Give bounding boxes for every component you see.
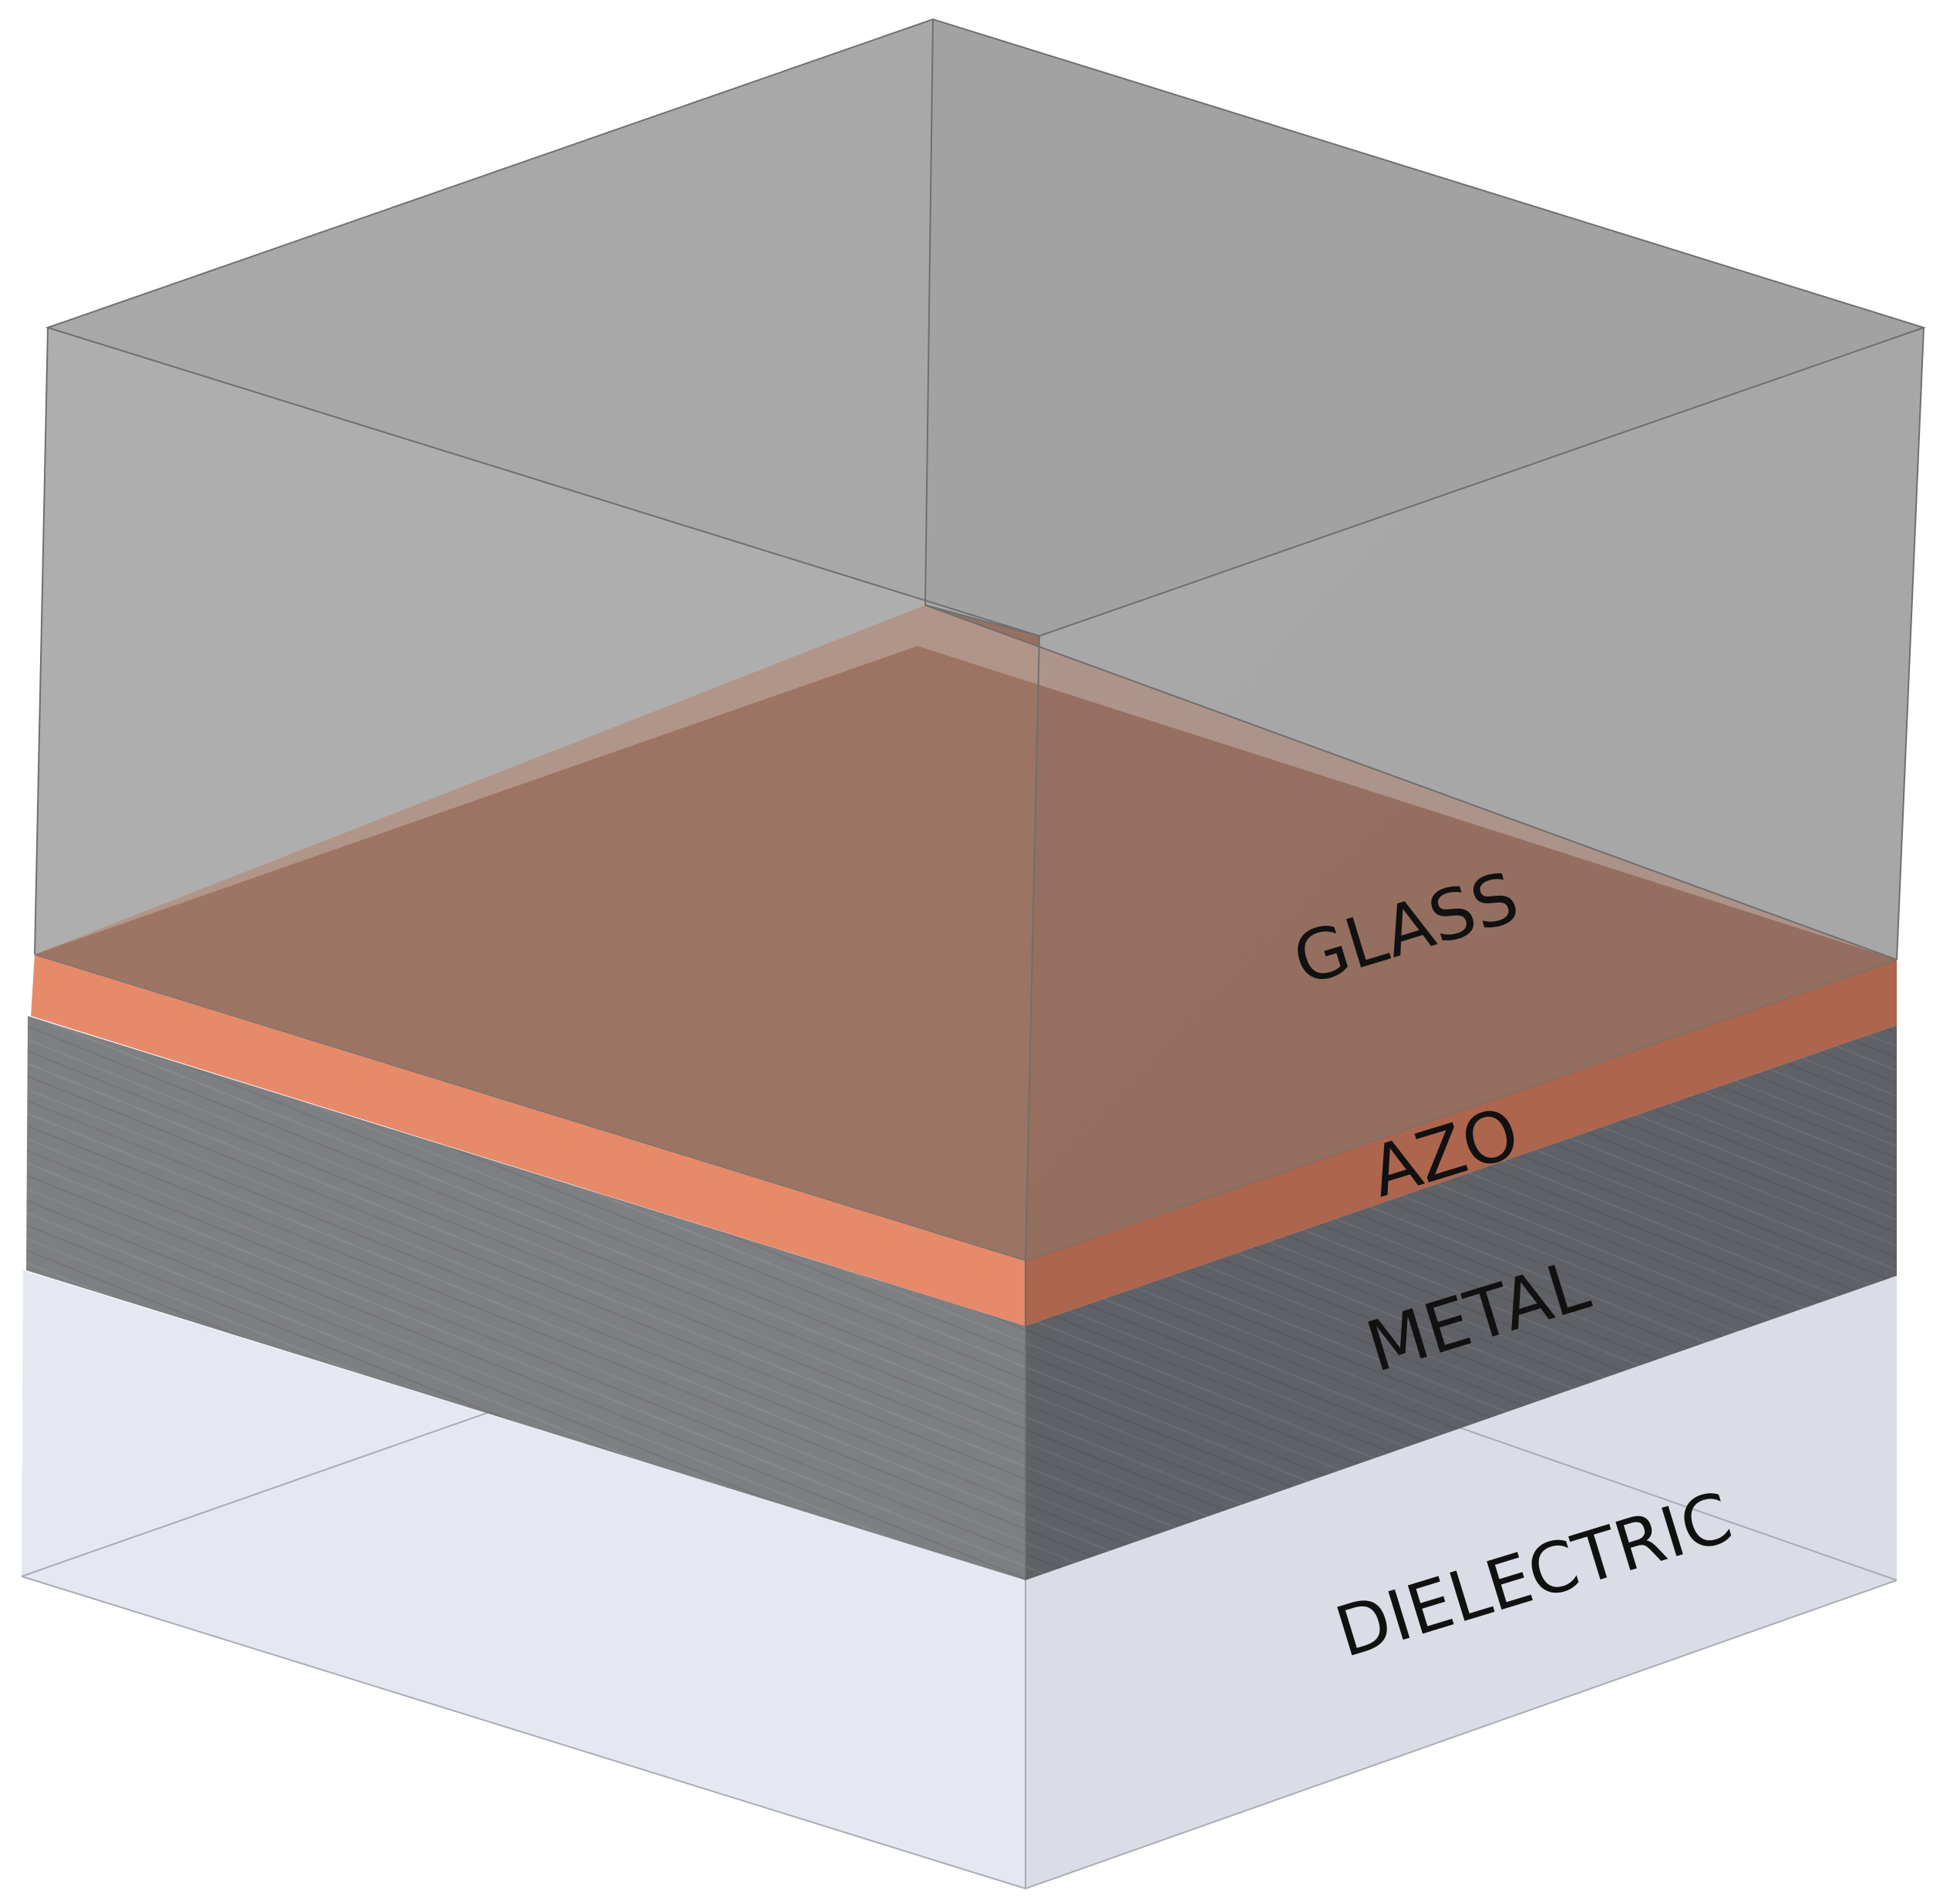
metal-layer: [26, 1016, 1897, 1580]
dielectric-left-face: [22, 1270, 1025, 1889]
glass-layer: [34, 18, 1927, 1261]
azo-left-face: [31, 954, 1025, 1326]
dielectric-right-face: [1025, 1276, 1897, 1889]
azo-right-face: [1025, 960, 1897, 1326]
